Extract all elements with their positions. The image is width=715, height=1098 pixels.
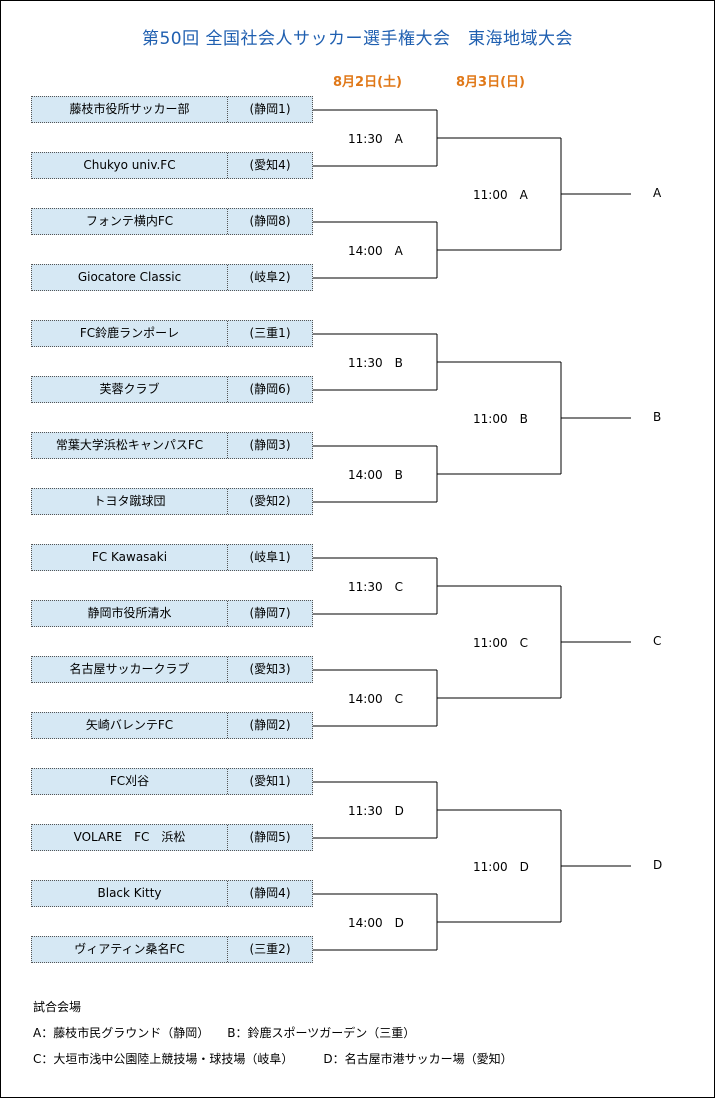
team-name: 名古屋サッカークラブ	[69, 662, 190, 676]
team-prefecture: (愛知1)	[249, 774, 291, 788]
round2-match-label: 11:00 C	[473, 636, 528, 650]
team-divider	[227, 713, 228, 738]
team-prefecture: (静岡1)	[249, 102, 291, 116]
group-winner-label: D	[653, 858, 663, 872]
round1-match-label: 11:30 C	[348, 580, 403, 594]
team-divider	[227, 321, 228, 346]
team-row: Giocatore Classic (岐阜2)	[31, 264, 313, 291]
team-prefecture: (静岡7)	[249, 606, 291, 620]
team-prefecture: (静岡8)	[249, 214, 291, 228]
team-name: 芙蓉クラブ	[99, 382, 160, 396]
team-name: FC鈴鹿ランポーレ	[79, 326, 180, 340]
team-prefecture: (愛知3)	[249, 662, 291, 676]
team-divider	[227, 601, 228, 626]
team-row: 矢崎バレンテFC (静岡2)	[31, 712, 313, 739]
round2-match-label: 11:00 B	[473, 412, 528, 426]
group-winner-label: A	[653, 186, 662, 200]
team-divider	[227, 937, 228, 962]
team-divider	[227, 657, 228, 682]
round1-match-label: 14:00 C	[348, 692, 403, 706]
team-name: FC Kawasaki	[91, 550, 168, 564]
team-name: 常葉大学浜松キャンパスFC	[55, 438, 204, 452]
team-divider	[227, 153, 228, 178]
team-divider	[227, 881, 228, 906]
team-row: FC Kawasaki (岐阜1)	[31, 544, 313, 571]
team-row: Black Kitty (静岡4)	[31, 880, 313, 907]
round1-match-label: 14:00 B	[348, 468, 403, 482]
team-prefecture: (静岡2)	[249, 718, 291, 732]
page-title: 第50回 全国社会人サッカー選手権大会 東海地域大会	[141, 29, 574, 49]
team-name: VOLARE FC 浜松	[73, 830, 186, 844]
team-prefecture: (静岡6)	[249, 382, 291, 396]
team-divider	[227, 545, 228, 570]
team-divider	[227, 209, 228, 234]
team-row: VOLARE FC 浜松 (静岡5)	[31, 824, 313, 851]
group-winner-label: C	[653, 634, 662, 648]
round1-match-label: 11:30 A	[348, 132, 403, 146]
team-prefecture: (岐阜2)	[249, 270, 291, 284]
team-prefecture: (三重1)	[249, 326, 291, 340]
team-name: ヴィアティン桑名FC	[74, 942, 185, 956]
date-day1: 8月2日(土)	[333, 75, 402, 90]
date-day2: 8月3日(日)	[456, 75, 525, 90]
team-divider	[227, 97, 228, 122]
team-row: 常葉大学浜松キャンパスFC (静岡3)	[31, 432, 313, 459]
team-divider	[227, 433, 228, 458]
team-row: ヴィアティン桑名FC (三重2)	[31, 936, 313, 963]
team-prefecture: (静岡5)	[249, 830, 291, 844]
team-name: 静岡市役所清水	[87, 606, 172, 620]
team-divider	[227, 489, 228, 514]
team-row: 名古屋サッカークラブ (愛知3)	[31, 656, 313, 683]
round1-match-label: 11:30 B	[348, 356, 403, 370]
team-prefecture: (愛知2)	[249, 494, 291, 508]
team-name: 藤枝市役所サッカー部	[69, 102, 190, 116]
team-name: フォンテ横内FC	[85, 214, 174, 228]
team-divider	[227, 825, 228, 850]
round1-match-label: 14:00 D	[348, 916, 404, 930]
team-divider	[227, 265, 228, 290]
venue-heading: 試合会場	[33, 1000, 82, 1014]
team-divider	[227, 377, 228, 402]
team-divider	[227, 769, 228, 794]
round2-match-label: 11:00 D	[473, 860, 529, 874]
team-row: Chukyo univ.FC (愛知4)	[31, 152, 313, 179]
team-row: FC刈谷 (愛知1)	[31, 768, 313, 795]
team-prefecture: (愛知4)	[249, 158, 291, 172]
team-prefecture: (静岡4)	[249, 886, 291, 900]
round2-match-label: 11:00 A	[473, 188, 528, 202]
team-row: FC鈴鹿ランポーレ (三重1)	[31, 320, 313, 347]
team-prefecture: (静岡3)	[249, 438, 291, 452]
team-row: トヨタ蹴球団 (愛知2)	[31, 488, 313, 515]
team-name: トヨタ蹴球団	[93, 494, 166, 508]
team-name: Giocatore Classic	[77, 270, 182, 284]
team-row: フォンテ横内FC (静岡8)	[31, 208, 313, 235]
round1-match-label: 14:00 A	[348, 244, 403, 258]
team-name: FC刈谷	[109, 774, 150, 788]
team-name: Chukyo univ.FC	[83, 158, 176, 172]
team-row: 藤枝市役所サッカー部 (静岡1)	[31, 96, 313, 123]
team-name: Black Kitty	[97, 886, 162, 900]
team-prefecture: (三重2)	[249, 942, 291, 956]
group-winner-label: B	[653, 410, 662, 424]
venue-line-1: A：藤枝市民グラウンド（静岡） B：鈴鹿スポーツガーデン（三重）	[33, 1026, 416, 1040]
venue-line-2: C：大垣市浅中公園陸上競技場・球技場（岐阜） D：名古屋市港サッカー場（愛知）	[33, 1052, 513, 1066]
team-row: 芙蓉クラブ (静岡6)	[31, 376, 313, 403]
round1-match-label: 11:30 D	[348, 804, 404, 818]
team-row: 静岡市役所清水 (静岡7)	[31, 600, 313, 627]
team-name: 矢崎バレンテFC	[85, 718, 174, 732]
team-prefecture: (岐阜1)	[249, 550, 291, 564]
